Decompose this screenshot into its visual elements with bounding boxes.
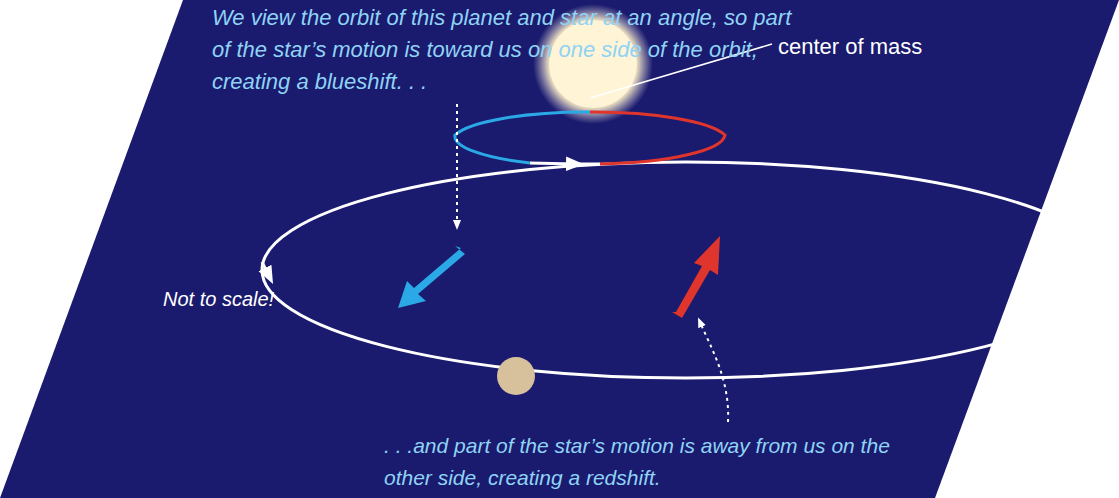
star-orbit-arrow	[530, 163, 575, 164]
callout-text: . . .and part of the star’s motion is aw…	[384, 430, 924, 494]
planet	[497, 357, 535, 395]
star-orbit-blue	[455, 112, 590, 163]
callout-arrow	[456, 104, 458, 225]
orbit-arrow	[1104, 268, 1109, 282]
star	[549, 20, 637, 108]
orbit-arrow	[262, 262, 269, 276]
callout-arrow	[700, 322, 728, 422]
planet-orbit	[262, 162, 1110, 378]
star-orbit-red	[590, 112, 725, 164]
blueshift-arrow	[398, 246, 465, 308]
redshift-arrow	[672, 236, 720, 318]
center-label: center of mass	[778, 34, 998, 60]
star-orbit-white	[575, 163, 600, 166]
callout-text: We view the orbit of this planet and sta…	[212, 2, 812, 98]
note-text: Not to scale!	[163, 286, 363, 312]
